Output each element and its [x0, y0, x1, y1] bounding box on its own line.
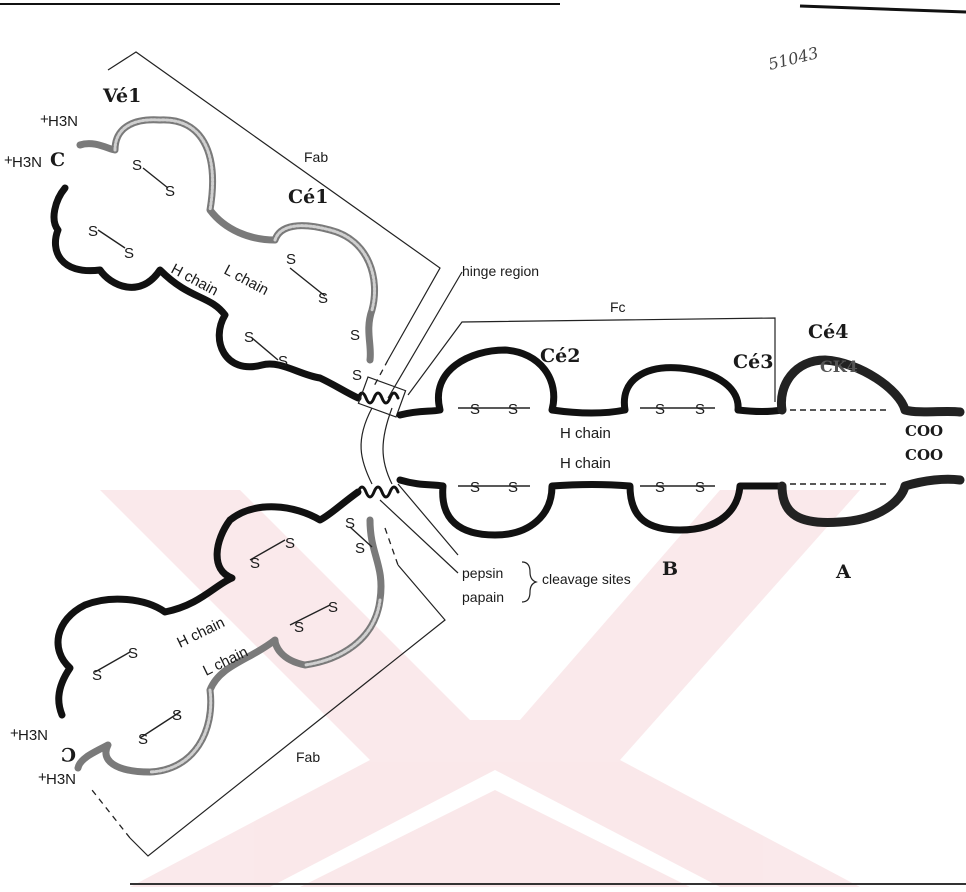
domain-ce1-upper: Cé1: [288, 186, 328, 208]
bond-s: S: [285, 535, 295, 552]
bond-s: S: [470, 401, 480, 418]
bond-s: S: [345, 515, 355, 532]
bond-s: S: [350, 327, 360, 344]
bond-s: S: [286, 251, 296, 268]
domain-ve1: Vé1: [102, 85, 141, 107]
bond-s: S: [352, 367, 362, 384]
bond-s: S: [128, 645, 138, 662]
bond-s: S: [132, 157, 142, 174]
bond-s: S: [695, 479, 705, 496]
n-terminus-heavy-lower: H3N: [18, 727, 48, 744]
light-chain-upper: [80, 120, 375, 360]
fab-label-upper: Fab: [304, 149, 328, 165]
n-terminus-heavy-upper: H3N: [12, 154, 42, 171]
coo-terminus-lower: COO: [905, 446, 943, 464]
fc-label: Fc: [610, 299, 626, 315]
hinge: hinge region: [358, 263, 539, 497]
n-terminus-light-upper: H3N: [48, 113, 78, 130]
bond-s: S: [318, 290, 328, 307]
bond-s: S: [165, 183, 175, 200]
bond-s: S: [172, 707, 182, 724]
cleavage-sites-label: cleavage sites: [542, 571, 631, 587]
n-terminus-light-lower: H3N: [46, 771, 76, 788]
h-chain-label-lower: H chain: [174, 614, 227, 652]
l-chain-label-upper: L chain: [221, 262, 271, 299]
domain-ce4: Cé4: [808, 321, 848, 343]
bond-s: S: [244, 329, 254, 346]
bond-s: S: [328, 599, 338, 616]
bond-s: S: [88, 223, 98, 240]
h-chain-fc-label-lower: H chain: [560, 455, 611, 472]
bond-s: S: [278, 353, 288, 370]
pepsin-label: pepsin: [462, 565, 503, 581]
bond-s: S: [92, 667, 102, 684]
domain-ce2: Cé2: [540, 345, 580, 367]
bond-s: S: [470, 479, 480, 496]
fab-upper: S S S S S S S S S S Fab Vé1 Cé1 L chain …: [4, 52, 440, 398]
bond-s: S: [508, 479, 518, 496]
bond-s: S: [250, 555, 260, 572]
cleavage-sites: pepsin papain cleavage sites: [380, 484, 631, 605]
bond-s: S: [124, 245, 134, 262]
bond-s: S: [695, 401, 705, 418]
bond-s: S: [508, 401, 518, 418]
handwritten-stamp: 51043: [766, 43, 820, 74]
papain-label: papain: [462, 589, 504, 605]
c-mark-lower: C: [61, 743, 76, 765]
heavy-chain-fc-upper: [400, 350, 782, 415]
coo-terminus-upper: COO: [905, 422, 943, 440]
c-mark-upper: C: [50, 149, 65, 171]
bond-s: S: [355, 540, 365, 557]
marker-a: A: [835, 561, 851, 583]
fab-label-lower: Fab: [296, 749, 320, 765]
domain-ce3: Cé3: [733, 351, 773, 373]
hinge-region-label: hinge region: [462, 263, 539, 279]
bond-s: S: [655, 401, 665, 418]
bond-s: S: [655, 479, 665, 496]
bond-s: S: [138, 731, 148, 748]
h-chain-fc-label-upper: H chain: [560, 425, 611, 442]
bond-s: S: [294, 619, 304, 636]
domain-ck4: CK4: [820, 357, 858, 376]
marker-b: B: [662, 558, 678, 580]
